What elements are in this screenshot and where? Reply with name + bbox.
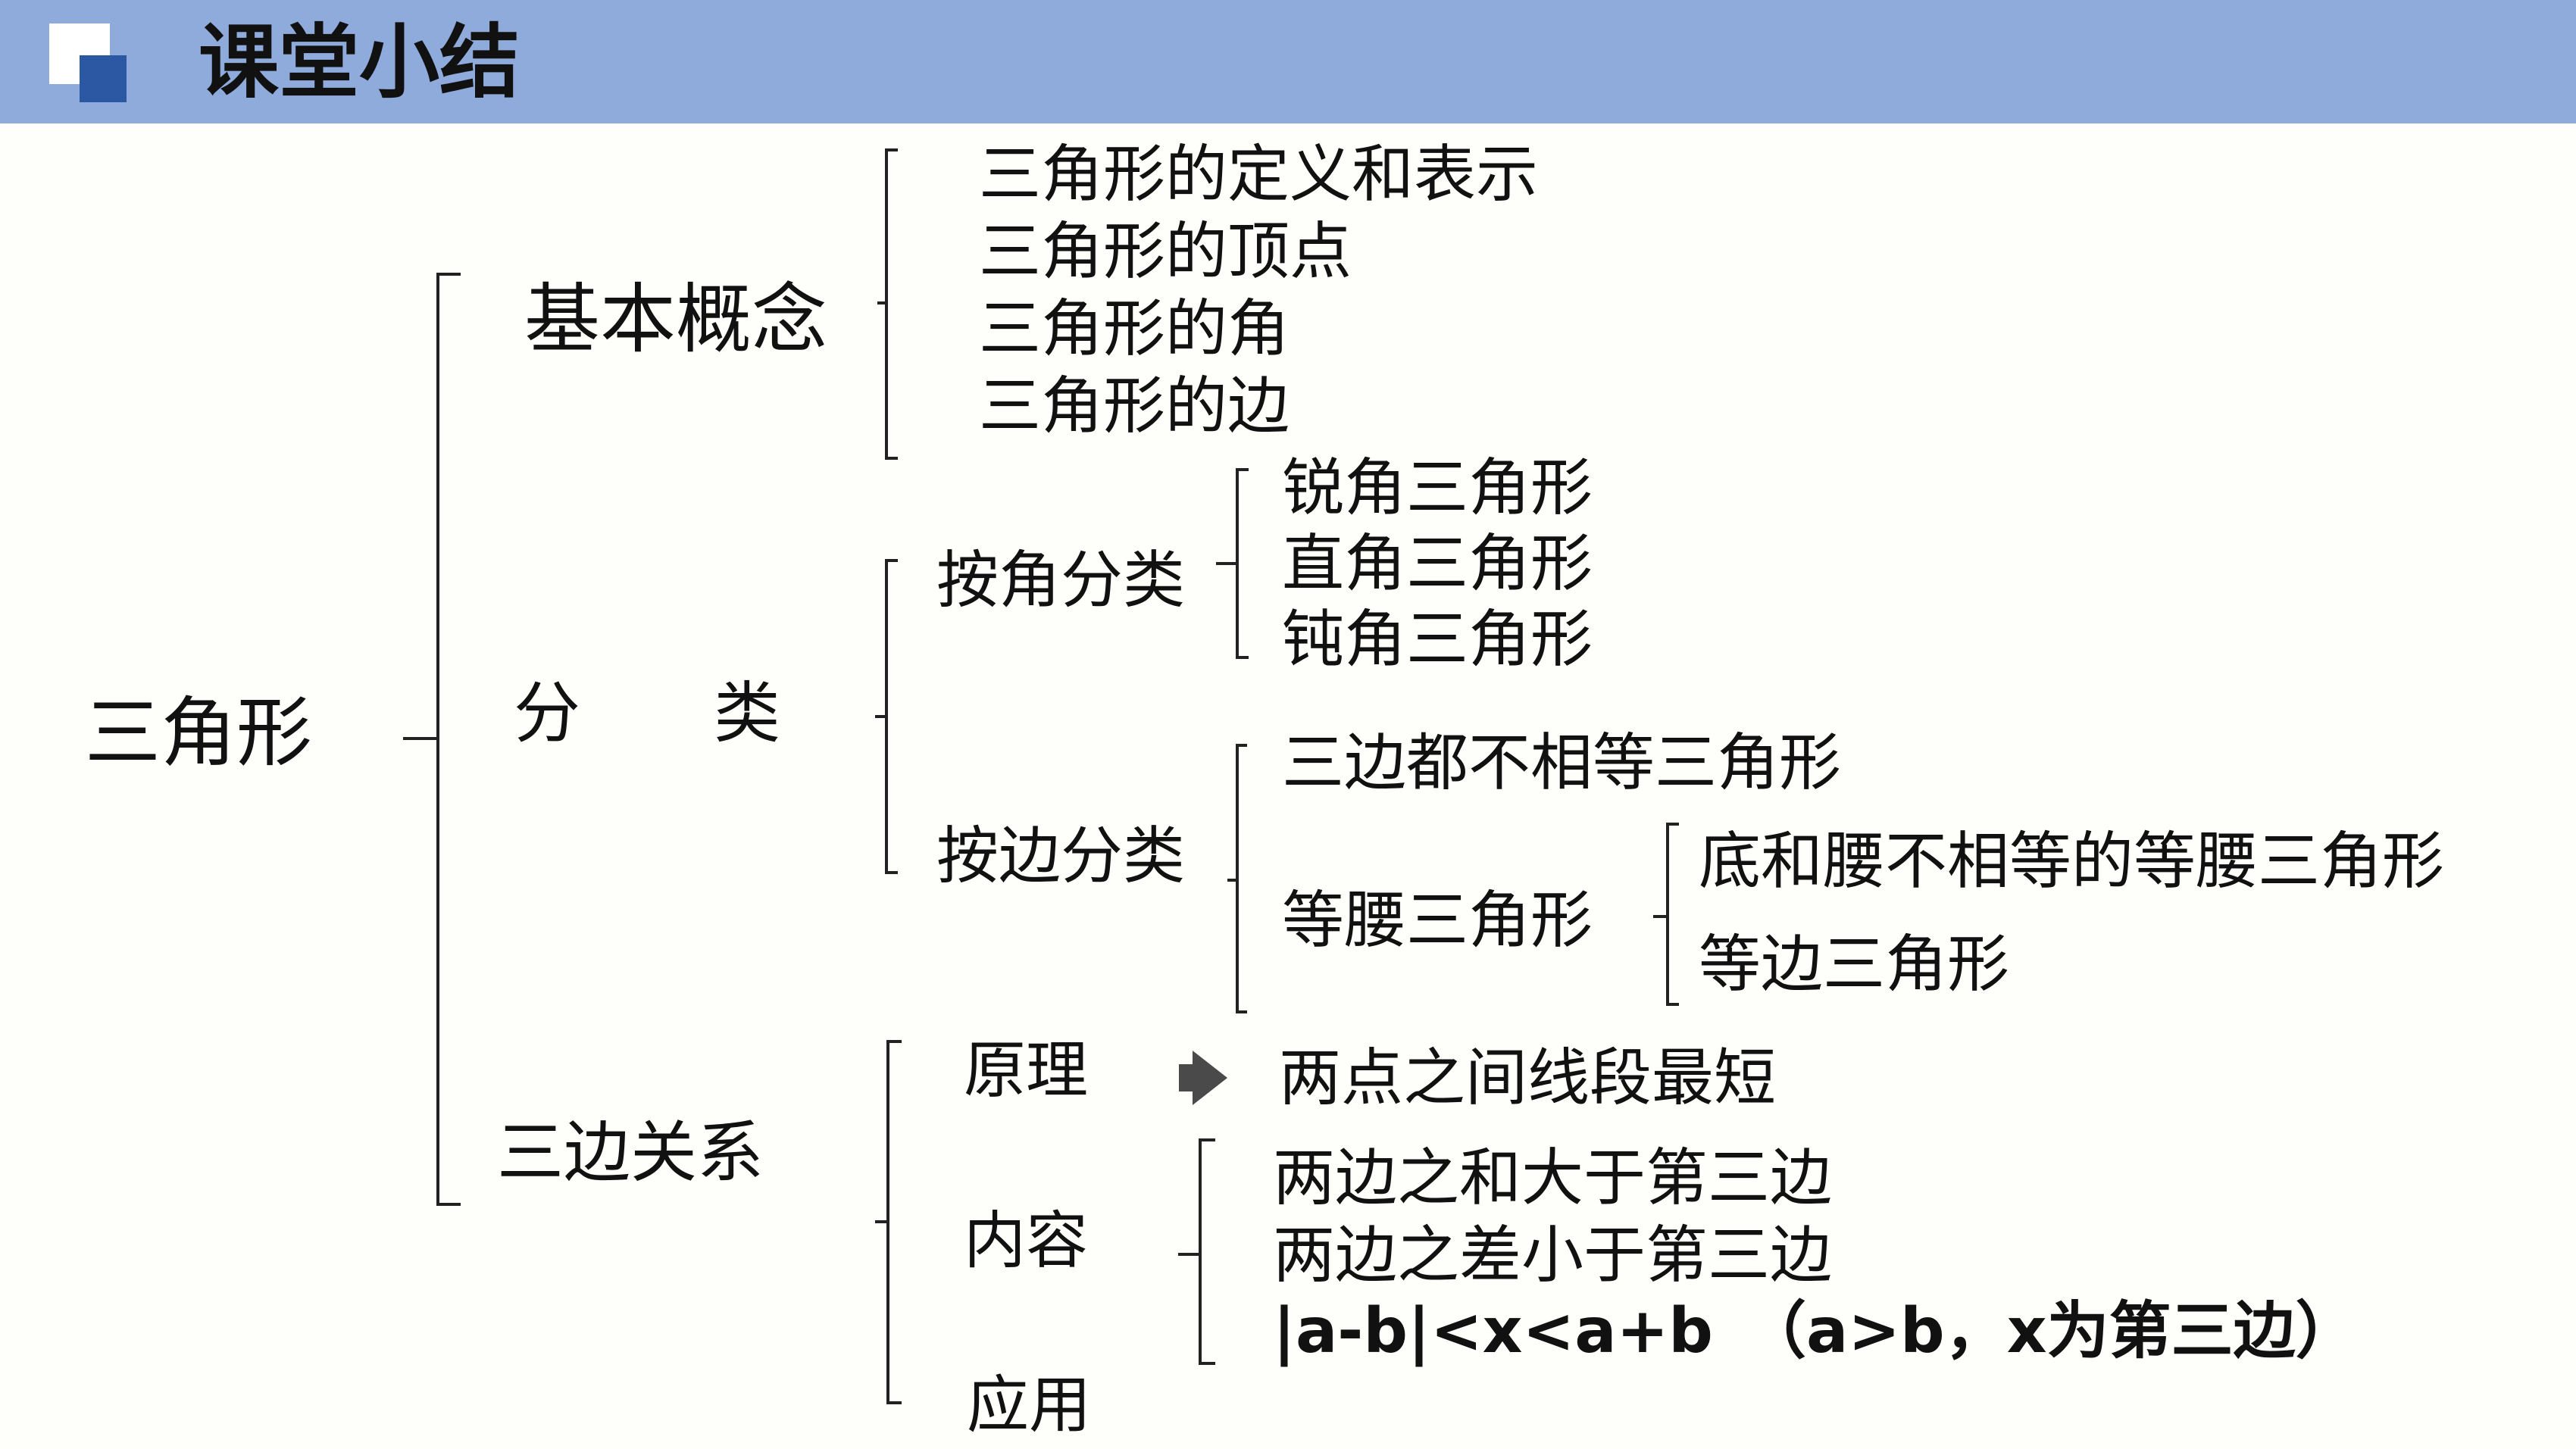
isosceles-bracket [1666, 823, 1679, 1006]
by-angle-label: 按角分类 [936, 545, 1186, 617]
isosceles-triangle-label: 等腰三角形 [1282, 885, 1593, 957]
principle-text: 两点之间线段最短 [1279, 1042, 1777, 1114]
side-bracket [1236, 744, 1247, 1013]
root-bracket [436, 273, 461, 1206]
scalene-triangle: 三边都不相等三角形 [1282, 727, 1842, 799]
arrow-right-icon [1179, 1051, 1227, 1105]
application-label: 应用 [967, 1369, 1092, 1441]
logo-square-front [80, 55, 127, 102]
by-side-label: 按边分类 [936, 820, 1186, 892]
content-item: 两边之和大于第三边 [1273, 1142, 1833, 1214]
content-bracket [1199, 1138, 1215, 1365]
content-label: 内容 [964, 1205, 1089, 1277]
basic-bracket [885, 148, 898, 460]
content-item: 两边之差小于第三边 [1273, 1219, 1833, 1291]
inequality-formula: |a-b|<x<a+b （a>b，x为第三边） [1273, 1295, 2358, 1367]
page-title: 课堂小结 [199, 16, 520, 109]
isosceles-type-item: 等边三角形 [1699, 929, 2010, 1001]
angle-type-item: 直角三角形 [1282, 528, 1593, 600]
basic-concept-item: 三角形的顶点 [979, 216, 1352, 288]
classification-label: 分 类 [514, 674, 781, 752]
classify-bracket [885, 559, 898, 874]
basic-concept-item: 三角形的角 [979, 293, 1290, 365]
root-node-label: 三角形 [85, 689, 312, 777]
relation-bracket [886, 1040, 902, 1404]
basic-concepts-label: 基本概念 [524, 275, 827, 364]
angle-bracket [1236, 468, 1249, 659]
header-bar: 课堂小结 [0, 0, 2576, 123]
angle-type-item: 钝角三角形 [1282, 604, 1593, 676]
triangle-inequality-label: 三边关系 [497, 1113, 764, 1191]
basic-concept-item: 三角形的定义和表示 [979, 139, 1539, 211]
isosceles-type-item: 底和腰不相等的等腰三角形 [1699, 826, 2445, 898]
basic-concept-item: 三角形的边 [979, 370, 1290, 442]
angle-type-item: 锐角三角形 [1282, 452, 1593, 524]
principle-label: 原理 [964, 1035, 1089, 1107]
